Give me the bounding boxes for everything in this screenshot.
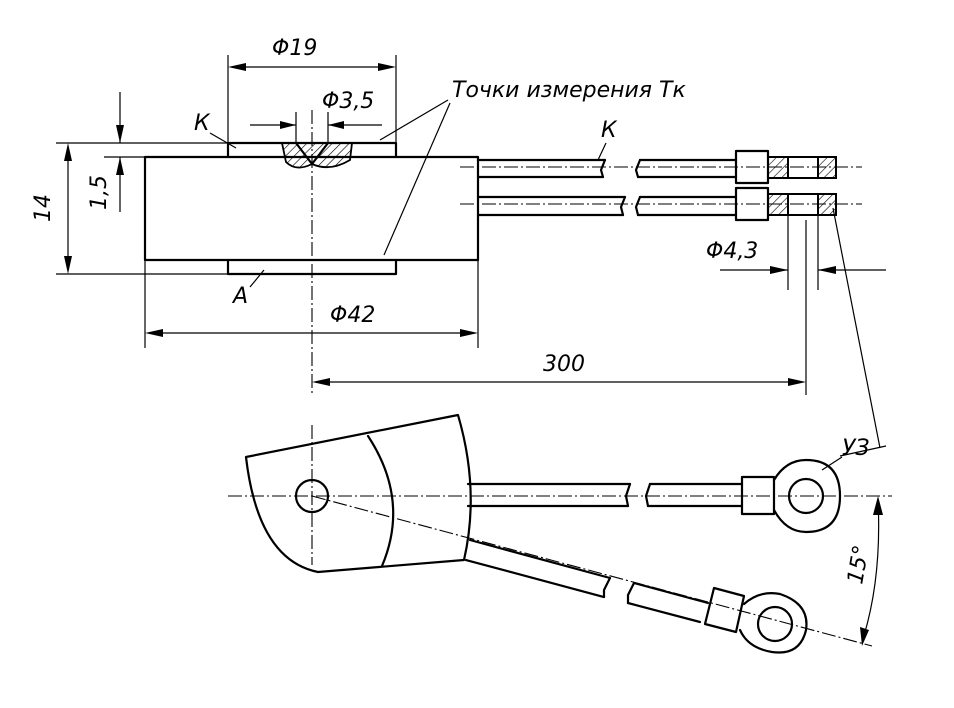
dim-d4-3: Φ4,3: [706, 215, 886, 290]
plan-body: [244, 413, 472, 574]
label-u3: УЗ: [842, 436, 870, 461]
label-h14: 14: [31, 194, 56, 222]
dim-d42: Φ42: [144, 260, 479, 348]
label-d4-3: Φ4,3: [706, 239, 758, 264]
label-measure-points: Точки измерения Тк: [452, 78, 686, 103]
dim-len300: 300: [312, 220, 807, 395]
dim-angle15: 15°: [843, 496, 883, 646]
label-a: А: [231, 284, 248, 309]
measure-hole-section: [280, 142, 354, 169]
label-d42: Φ42: [330, 303, 375, 328]
label-k-right: К: [601, 118, 618, 143]
label-k-left: К: [194, 111, 211, 136]
label-d19: Φ19: [272, 36, 317, 61]
plan-lead-straight: [466, 458, 842, 534]
plan-lead-angled: [464, 538, 808, 654]
dim-d3-5: Φ3,5: [250, 89, 382, 143]
label-d3-5: Φ3,5: [322, 89, 374, 114]
label-len300: 300: [543, 352, 585, 377]
measure-points-callout: Точки измерения Тк: [379, 78, 686, 256]
plan-view: УЗ 15°: [228, 413, 892, 654]
dim-h1-5: 1,5: [87, 92, 145, 212]
side-view: Φ19 Φ3,5 Точки измерения Тк К К: [31, 36, 886, 449]
dim-h14: 14: [31, 142, 228, 275]
lead-wires-side: [460, 149, 862, 222]
dim-d19: Φ19: [227, 36, 397, 143]
label-angle15: 15°: [843, 543, 874, 586]
label-h1-5: 1,5: [87, 175, 112, 210]
